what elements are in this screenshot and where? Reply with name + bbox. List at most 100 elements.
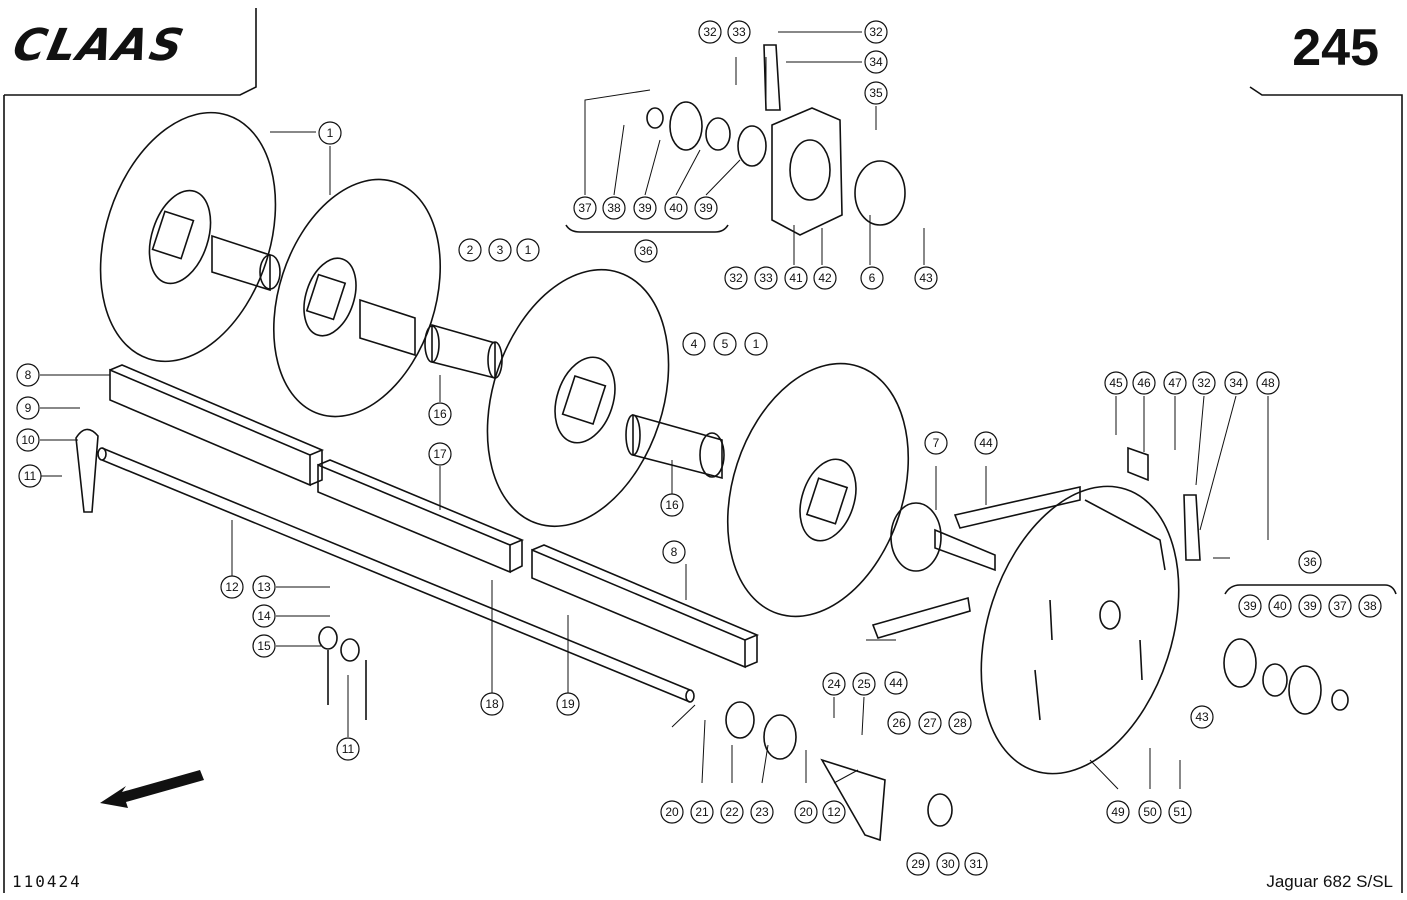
callout-label: 26 <box>892 716 906 730</box>
spring-part-15 <box>318 626 367 720</box>
group-bracket-36a <box>565 224 729 233</box>
callout-label: 18 <box>485 697 499 711</box>
callout-34: 34 <box>864 50 888 74</box>
callout-circle <box>633 196 657 220</box>
bearing-group-lower <box>725 638 1349 842</box>
callout-32: 32 <box>698 20 722 44</box>
callout-label: 39 <box>1243 599 1257 613</box>
callout-19: 19 <box>556 692 580 716</box>
callout-label: 34 <box>869 55 883 69</box>
callout-circle <box>1168 800 1192 824</box>
callout-43: 43 <box>914 266 938 290</box>
callout-label: 35 <box>869 86 883 100</box>
callout-14: 14 <box>252 604 276 628</box>
callout-label: 30 <box>941 857 955 871</box>
callout-label: 39 <box>638 201 652 215</box>
callout-37: 37 <box>573 196 597 220</box>
callout-circle <box>813 266 837 290</box>
callout-circle <box>252 604 276 628</box>
callout-label: 32 <box>1197 376 1211 390</box>
callout-label: 49 <box>1111 805 1125 819</box>
callout-label: 40 <box>1273 599 1287 613</box>
callout-label: 27 <box>923 716 937 730</box>
callout-circle <box>1238 594 1262 618</box>
callout-20: 20 <box>794 800 818 824</box>
disc-part-1a <box>99 111 281 363</box>
callout-16: 16 <box>428 402 452 426</box>
callout-label: 11 <box>24 469 37 483</box>
callout-label: 3 <box>497 243 504 257</box>
callout-label: 17 <box>433 447 447 461</box>
callout-circle <box>964 852 988 876</box>
callout-1: 1 <box>516 238 540 262</box>
callout-label: 8 <box>671 545 678 559</box>
callout-circle <box>914 266 938 290</box>
callout-circle <box>694 196 718 220</box>
callout-circle <box>864 81 888 105</box>
callout-45: 45 <box>1104 371 1128 395</box>
callout-15: 15 <box>252 634 276 658</box>
callout-circle <box>727 20 751 44</box>
callout-34: 34 <box>1224 371 1248 395</box>
callout-label: 22 <box>725 805 739 819</box>
callout-circle <box>887 711 911 735</box>
direction-arrow-icon <box>100 770 204 808</box>
callout-label: 50 <box>1143 805 1157 819</box>
callout-38: 38 <box>602 196 626 220</box>
callout-label: 36 <box>1303 555 1317 569</box>
hub-part-16b <box>625 413 725 480</box>
callout-circle <box>822 800 846 824</box>
callout-label: 20 <box>799 805 813 819</box>
callout-circle <box>948 711 972 735</box>
callout-circle <box>852 672 876 696</box>
callout-1: 1 <box>318 121 342 145</box>
callout-21: 21 <box>690 800 714 824</box>
hub-part-16a <box>424 323 503 380</box>
callout-29: 29 <box>906 852 930 876</box>
callout-28: 28 <box>948 711 972 735</box>
callout-46: 46 <box>1132 371 1156 395</box>
callout-circle <box>573 196 597 220</box>
callout-50: 50 <box>1138 800 1162 824</box>
callout-label: 38 <box>607 201 621 215</box>
callout-43: 43 <box>1190 705 1214 729</box>
callout-circle <box>750 800 774 824</box>
callout-circle <box>516 238 540 262</box>
callout-label: 24 <box>827 677 841 691</box>
callout-circle <box>720 800 744 824</box>
bracket-part-34b <box>1183 494 1201 561</box>
callout-label: 36 <box>639 244 653 258</box>
callout-circle <box>1163 371 1187 395</box>
callout-label: 21 <box>695 805 709 819</box>
callout-circle <box>682 332 706 356</box>
callout-label: 32 <box>729 271 743 285</box>
callout-12: 12 <box>822 800 846 824</box>
callout-circle <box>690 800 714 824</box>
callout-circle <box>428 442 452 466</box>
callout-circle <box>1106 800 1130 824</box>
callout-circle <box>713 332 737 356</box>
callout-37: 37 <box>1328 594 1352 618</box>
link-arm-part-44b <box>871 596 971 639</box>
callout-36: 36 <box>1298 550 1322 574</box>
callout-47: 47 <box>1163 371 1187 395</box>
callout-circle <box>860 266 884 290</box>
callout-circle <box>918 711 942 735</box>
callout-label: 29 <box>911 857 925 871</box>
callout-30: 30 <box>936 852 960 876</box>
beam-part-8b <box>531 544 760 669</box>
callout-51: 51 <box>1168 800 1192 824</box>
callout-circle <box>936 852 960 876</box>
callout-1: 1 <box>744 332 768 356</box>
callout-32: 32 <box>1192 371 1216 395</box>
callout-circle <box>16 428 40 452</box>
callout-label: 39 <box>1303 599 1317 613</box>
callout-circle <box>1298 594 1322 618</box>
callout-circle <box>16 363 40 387</box>
callout-32: 32 <box>864 20 888 44</box>
callout-44: 44 <box>884 671 908 695</box>
callout-10: 10 <box>16 428 40 452</box>
callout-label: 32 <box>703 25 717 39</box>
callout-label: 44 <box>889 676 903 690</box>
